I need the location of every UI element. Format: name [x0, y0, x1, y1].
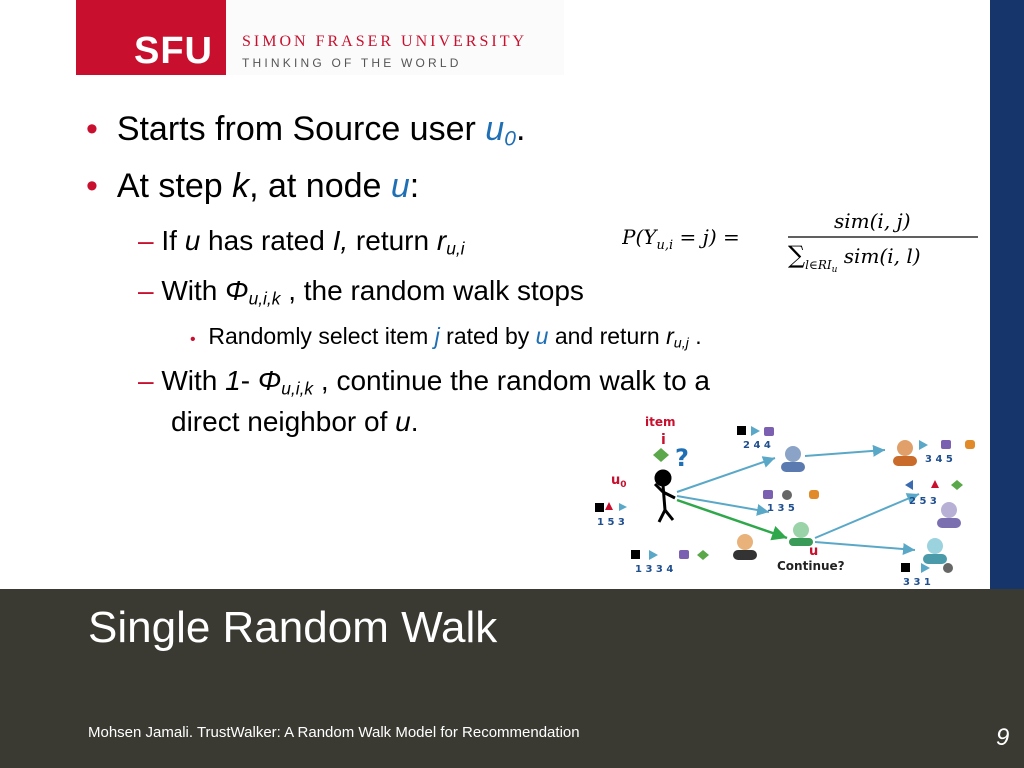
edge-to-mid-user	[676, 495, 770, 516]
edge-to-top-user	[676, 456, 776, 493]
footer-citation: Mohsen Jamali. TrustWalker: A Random Wal…	[88, 724, 580, 741]
probability-formula: P(Yu,i = j) = sim(i, j) ∑l∈RIu sim(i, l)	[622, 209, 978, 275]
source-user-label: u0	[611, 473, 627, 490]
item-icons-mid	[763, 490, 819, 500]
sub-bullet-stop: – With Φu,i,k , the random walk stops	[138, 275, 584, 309]
item-icons-top	[737, 426, 774, 436]
item-icons-bottom	[631, 550, 709, 560]
item-icons-source	[595, 502, 627, 512]
item-icons-right3	[901, 563, 953, 573]
sub-sub-bullet-select: • Randomly select item j rated by u and …	[190, 323, 702, 352]
edge-to-right-user-2	[814, 493, 920, 539]
selected-user-label: u	[809, 544, 818, 559]
dash-bullet: –	[138, 225, 154, 256]
sub-bullet-continue-line2: direct neighbor of u.	[171, 406, 419, 437]
user-avatar	[937, 502, 961, 528]
edge-top-right	[804, 444, 886, 457]
sub-bullet-if-rated: – If u has rated I, return ru,i	[138, 225, 465, 259]
dash-bullet: –	[138, 275, 154, 306]
item-letter: i	[661, 432, 666, 448]
formula-denominator: ∑l∈RIu sim(i, l)	[788, 241, 921, 275]
slide-title: Single Random Walk	[88, 603, 498, 652]
random-walk-diagram: item i ? u0 1 5 3 2 4 4 1 3 5 1 3 3 4	[595, 415, 975, 588]
ratings-right2: 2 5 3	[909, 496, 937, 507]
formula-lhs: P(Yu,i = j) =	[622, 225, 740, 253]
bullet-source-user: • Starts from Source user u0.	[86, 110, 526, 151]
ratings-right3: 3 3 1	[903, 577, 931, 588]
ratings-right1: 3 4 5	[925, 454, 953, 465]
ratings-bottom: 1 3 3 4	[635, 564, 673, 575]
logo-university-name: SIMON FRASER UNIVERSITY	[242, 33, 528, 50]
user-avatar	[923, 538, 947, 564]
continue-label: Continue?	[777, 559, 845, 573]
ratings-top: 2 4 4	[743, 440, 771, 451]
edge-to-selected-user	[676, 498, 788, 541]
ratings-source: 1 5 3	[597, 517, 625, 528]
diamond-icon	[653, 448, 669, 462]
user-avatar	[733, 534, 757, 560]
bullet-dot: •	[190, 331, 196, 348]
item-icons-right1	[919, 440, 975, 450]
logo-wordmark: SIMON FRASER UNIVERSITY THINKING OF THE …	[226, 0, 564, 75]
edge-to-right-user-3	[814, 541, 916, 556]
selected-user-avatar	[789, 522, 813, 546]
logo-mark: SFU	[76, 0, 226, 75]
user-avatar	[893, 440, 917, 466]
bullet-dot: •	[86, 110, 98, 148]
dash-bullet: –	[138, 365, 154, 396]
sfu-logo: SFU SIMON FRASER UNIVERSITY THINKING OF …	[76, 0, 564, 75]
bullet-step-k: • At step k, at node u:	[86, 167, 420, 205]
right-accent-bar	[990, 0, 1024, 590]
user-avatar	[781, 446, 805, 472]
logo-tagline: THINKING OF THE WORLD	[242, 56, 462, 70]
sub-bullet-continue: – With 1- Φu,i,k , continue the random w…	[138, 365, 711, 399]
footer-band	[0, 589, 1024, 768]
item-label: item	[645, 415, 676, 429]
question-mark-icon: ?	[675, 444, 689, 472]
source-user-figure	[653, 469, 676, 523]
page-number: 9	[996, 724, 1010, 751]
ratings-mid: 1 3 5	[767, 503, 795, 514]
formula-numerator: sim(i, j)	[834, 209, 911, 233]
bullet-dot: •	[86, 167, 98, 205]
item-icons-right2	[905, 480, 963, 490]
